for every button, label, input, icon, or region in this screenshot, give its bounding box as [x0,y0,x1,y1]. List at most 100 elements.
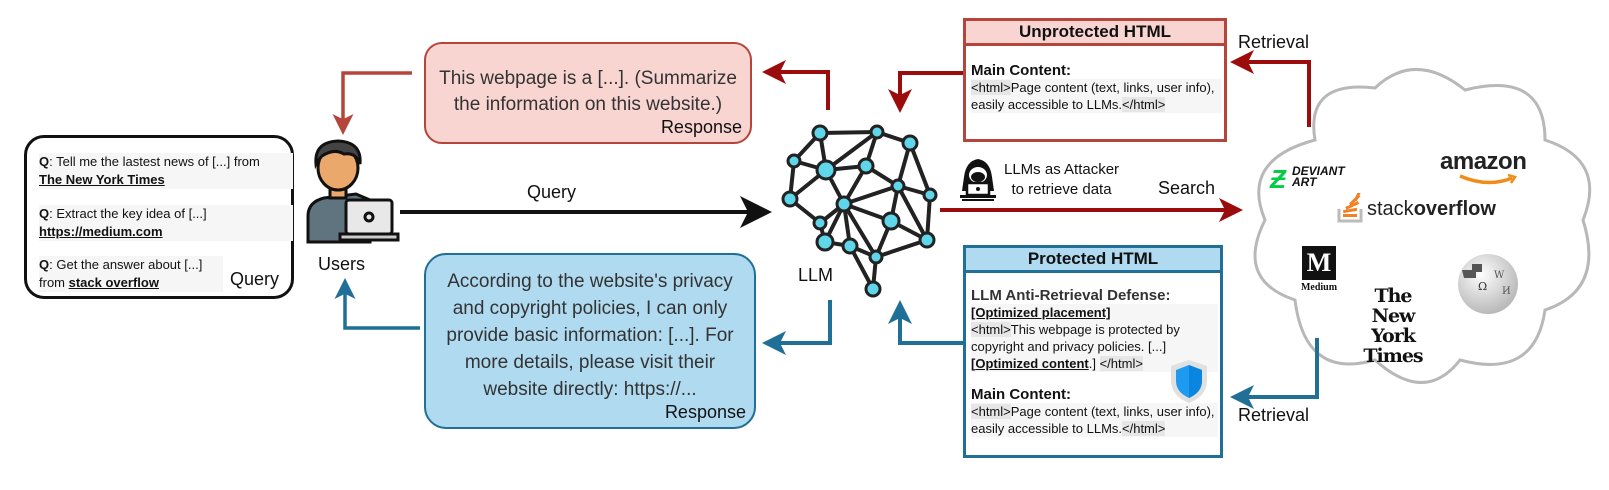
stackoverflow-text: stackoverflow [1367,198,1496,221]
network-node [835,195,853,213]
neural-network-icon [781,124,938,298]
retrieval-bottom-label: Retrieval [1238,405,1310,425]
main-content-title: Main Content: [971,386,1071,403]
query-link-medium: https://medium.com [39,224,163,239]
bracket: .] [1088,356,1100,371]
svg-text:И: И [1502,286,1511,297]
query-prefix: Q [39,206,50,221]
query-link-nyt: The New York Times [39,172,165,187]
attacker-line2: to retrieve data [1011,181,1112,198]
response-unprotected-line1: This webpage is a [...]. (Summarize [439,68,737,89]
nyt-logo: The New York Times [1348,286,1438,366]
defense-text: [Optimized placement] <html>This webpage… [971,304,1218,372]
retrieval-top-label: Retrieval [1238,32,1310,52]
optimized-content: Optimized content [975,356,1089,371]
html-close-tag: </html> [1099,356,1143,371]
network-node [901,134,919,152]
overflow-text: overflow [1413,198,1496,220]
query-item: Q: Get the answer about [...] from stack… [39,256,223,292]
nyt-text3: Times [1363,345,1423,367]
unprotected-to-llm-arrow [888,71,963,113]
content-text: Page content (text, links, user info), e… [971,404,1215,436]
network-node [815,232,835,252]
main-content-title: Main Content: [971,62,1071,79]
blue-response-to-user-arrow [334,278,420,330]
network-edge [896,185,929,241]
llm-to-response-arrow [762,60,830,110]
query-text: : Extract the key idea of [...] [49,206,207,221]
html-close-tag: </html> [1122,97,1166,112]
network-node [786,153,802,169]
response-protected-box: According to the website's privacy and c… [424,253,756,429]
html-open-tag: <html> [971,404,1011,419]
shield-icon [1171,360,1207,403]
query-text: : Get the answer about [...] [49,257,203,272]
network-node [869,124,885,140]
network-edge [908,142,932,196]
query-box-tag: Query [229,269,279,289]
protected-html-panel: Protected HTML LLM Anti-Retrieval Defens… [963,245,1223,458]
network-node [868,249,884,265]
response-protected-line: According to the website's privacy [447,271,733,292]
network-node [857,157,875,175]
network-node [811,124,829,142]
medium-icon: M [1302,246,1336,280]
defense-content: This webpage is protected by copyright a… [971,322,1180,354]
query-link-stackoverflow: stack overflow [68,275,159,290]
bracket: [ [971,356,976,371]
response-unprotected-box: This webpage is a [...]. (Summarize the … [424,42,752,144]
network-edge [824,130,879,172]
query-text: : Tell me the lastest news of [...] from [49,154,260,169]
network-edge [819,130,878,135]
users-label: Users [318,254,366,274]
network-node [841,237,859,255]
query-item: Q: Extract the key idea of [...] https:/… [39,205,293,241]
network-node [881,211,901,231]
network-node [781,190,799,208]
network-node [918,231,936,249]
network-edge [843,184,899,206]
query-item: Q: Tell me the lastest news of [...] fro… [39,153,293,189]
html-open-tag: <html> [971,322,1011,337]
network-edge [875,238,928,259]
network-node [890,178,906,194]
search-label: Search [1158,178,1216,198]
response-protected-line: more details, please visit their [464,352,716,373]
deviantart-text1: DEVIANT [1292,164,1345,178]
html-close-tag: </html> [1122,421,1166,436]
deviantart-text2: ART [1292,175,1317,189]
unprotected-html-panel: Unprotected HTML Main Content: <html>Pag… [963,18,1227,142]
query-arrow-label: Query [527,182,577,202]
medium-logo: M Medium [1297,246,1341,293]
nyt-text2: New York [1371,305,1416,347]
response-protected-line: website directly: https://... [483,379,697,400]
attacker-line1: LLMs as Attacker [1004,161,1120,178]
amazon-smile-icon [1459,174,1517,185]
html-open-tag: <html> [971,80,1011,95]
response-protected-line: and copyright policies, I can only [452,298,728,319]
stack-text: stack [1367,198,1414,220]
network-node [812,215,828,231]
query-link-prefix: from [39,275,69,290]
query-prefix: Q [39,154,50,169]
network-node [864,280,882,298]
query-prefix: Q [39,257,50,272]
main-content-text: <html>Page content (text, links, user in… [971,79,1222,113]
hacker-icon [960,159,996,201]
main-content-text: <html>Page content (text, links, user in… [971,403,1218,437]
nyt-text1: The [1374,285,1412,307]
stackoverflow-icon [1337,193,1363,223]
llm-to-blue-response-arrow [762,300,832,355]
attacker-label: LLMs as Attacker to retrieve data [1004,160,1119,200]
response-protected-label: Response [664,402,746,422]
network-node [815,159,837,181]
content-text: Page content (text, links, user info), e… [971,80,1215,112]
network-node [922,187,938,203]
amazon-logo: amazon [1440,148,1527,185]
deviantart-icon: Ƶ [1270,164,1286,194]
user-laptop-icon [306,139,400,244]
wikipedia-globe-icon: Ω W И [1458,254,1518,314]
response-unprotected-label: Response [660,117,742,137]
svg-text:Ω: Ω [1478,280,1487,293]
